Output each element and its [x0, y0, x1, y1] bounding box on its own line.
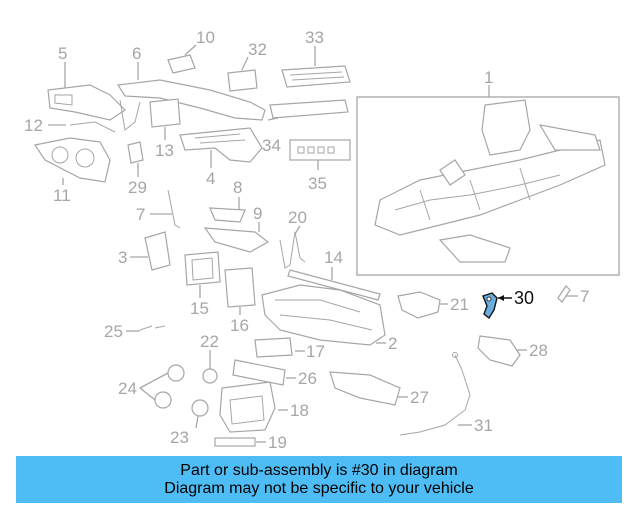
callout-20: 20 [288, 208, 307, 227]
part-33-defrost-vent [281, 65, 351, 88]
callout-7b: 7 [580, 287, 589, 306]
callout-28: 28 [529, 341, 548, 360]
callout-10: 10 [196, 28, 215, 47]
part-32-display [227, 69, 258, 92]
part-34-vent-cover [269, 99, 349, 119]
parts-diagram: 1 2 3 4 5 6 7 7 8 9 10 11 12 13 14 15 16… [24, 28, 620, 452]
part-15-bezel [184, 251, 221, 286]
callout-32: 32 [248, 40, 267, 59]
part-9-duct [203, 227, 270, 253]
part-28-duct [477, 335, 521, 367]
part-14-strip [287, 269, 381, 301]
part-13-panel [149, 98, 181, 128]
callout-9: 9 [253, 204, 262, 223]
callout-7a: 7 [136, 205, 145, 224]
part-22-knob [202, 368, 218, 384]
part-26-panel [232, 359, 286, 386]
part-23-knob [191, 399, 209, 417]
callout-13: 13 [155, 141, 174, 160]
part-21-bracket [397, 291, 441, 319]
part-6-upper-panel [116, 79, 266, 131]
part-19-trim [214, 437, 256, 447]
callout-25: 25 [104, 322, 123, 341]
part-7-left-trim [167, 189, 181, 229]
part-10-cover [167, 54, 196, 74]
callout-21: 21 [450, 295, 469, 314]
callout-24: 24 [118, 379, 137, 398]
part-27-duct [329, 371, 401, 406]
part-3-side-vent [144, 231, 171, 271]
info-banner: Part or sub-assembly is #30 in diagram D… [16, 456, 622, 503]
callout-34: 34 [262, 136, 281, 155]
part-11-cluster-bezel [34, 137, 111, 183]
part-24-knobs [154, 364, 185, 409]
part-29-bracket [127, 141, 144, 164]
callout-19: 19 [268, 433, 287, 452]
part-30-highlighted [482, 292, 498, 320]
part-18-center-bezel [219, 381, 276, 433]
callout-15: 15 [190, 299, 209, 318]
callout-33: 33 [305, 28, 324, 47]
part-8-bracket [209, 207, 246, 223]
inset-box-part-1 [356, 96, 620, 276]
callout-3: 3 [118, 248, 127, 267]
part-12-trim-strip [69, 121, 116, 133]
callout-1: 1 [484, 68, 493, 87]
part-20-bracket [279, 231, 306, 269]
callout-12: 12 [24, 116, 43, 135]
callout-18: 18 [290, 401, 309, 420]
callout-23: 23 [170, 428, 189, 447]
part-17-switch [254, 337, 293, 358]
part-5-side-vent [47, 84, 126, 121]
part-35-switch-panel [289, 139, 351, 161]
callout-14: 14 [324, 248, 343, 267]
banner-line-2: Diagram may not be specific to your vehi… [164, 479, 474, 497]
callout-5: 5 [58, 44, 67, 63]
banner-line-1: Part or sub-assembly is #30 in diagram [180, 461, 458, 479]
part-4-center-duct [179, 127, 263, 163]
callout-35: 35 [308, 174, 327, 193]
callout-2: 2 [388, 334, 397, 353]
callout-31: 31 [474, 416, 493, 435]
callout-27: 27 [410, 388, 429, 407]
callout-4: 4 [206, 169, 215, 188]
part-16-bezel [224, 267, 256, 308]
callout-26: 26 [298, 369, 317, 388]
part-2-instrument-panel [261, 284, 386, 346]
callout-22: 22 [200, 332, 219, 351]
part-31-cable [399, 352, 471, 436]
callout-29: 29 [128, 178, 147, 197]
callout-8: 8 [233, 178, 242, 197]
part-1-dashboard-frame [374, 99, 606, 263]
callout-17: 17 [306, 342, 325, 361]
callout-16: 16 [230, 316, 249, 335]
callout-6: 6 [132, 44, 141, 63]
callout-30: 30 [514, 288, 534, 308]
part-7-right-trim [557, 285, 571, 303]
callout-11: 11 [53, 186, 71, 205]
part-25-clip [139, 325, 166, 331]
